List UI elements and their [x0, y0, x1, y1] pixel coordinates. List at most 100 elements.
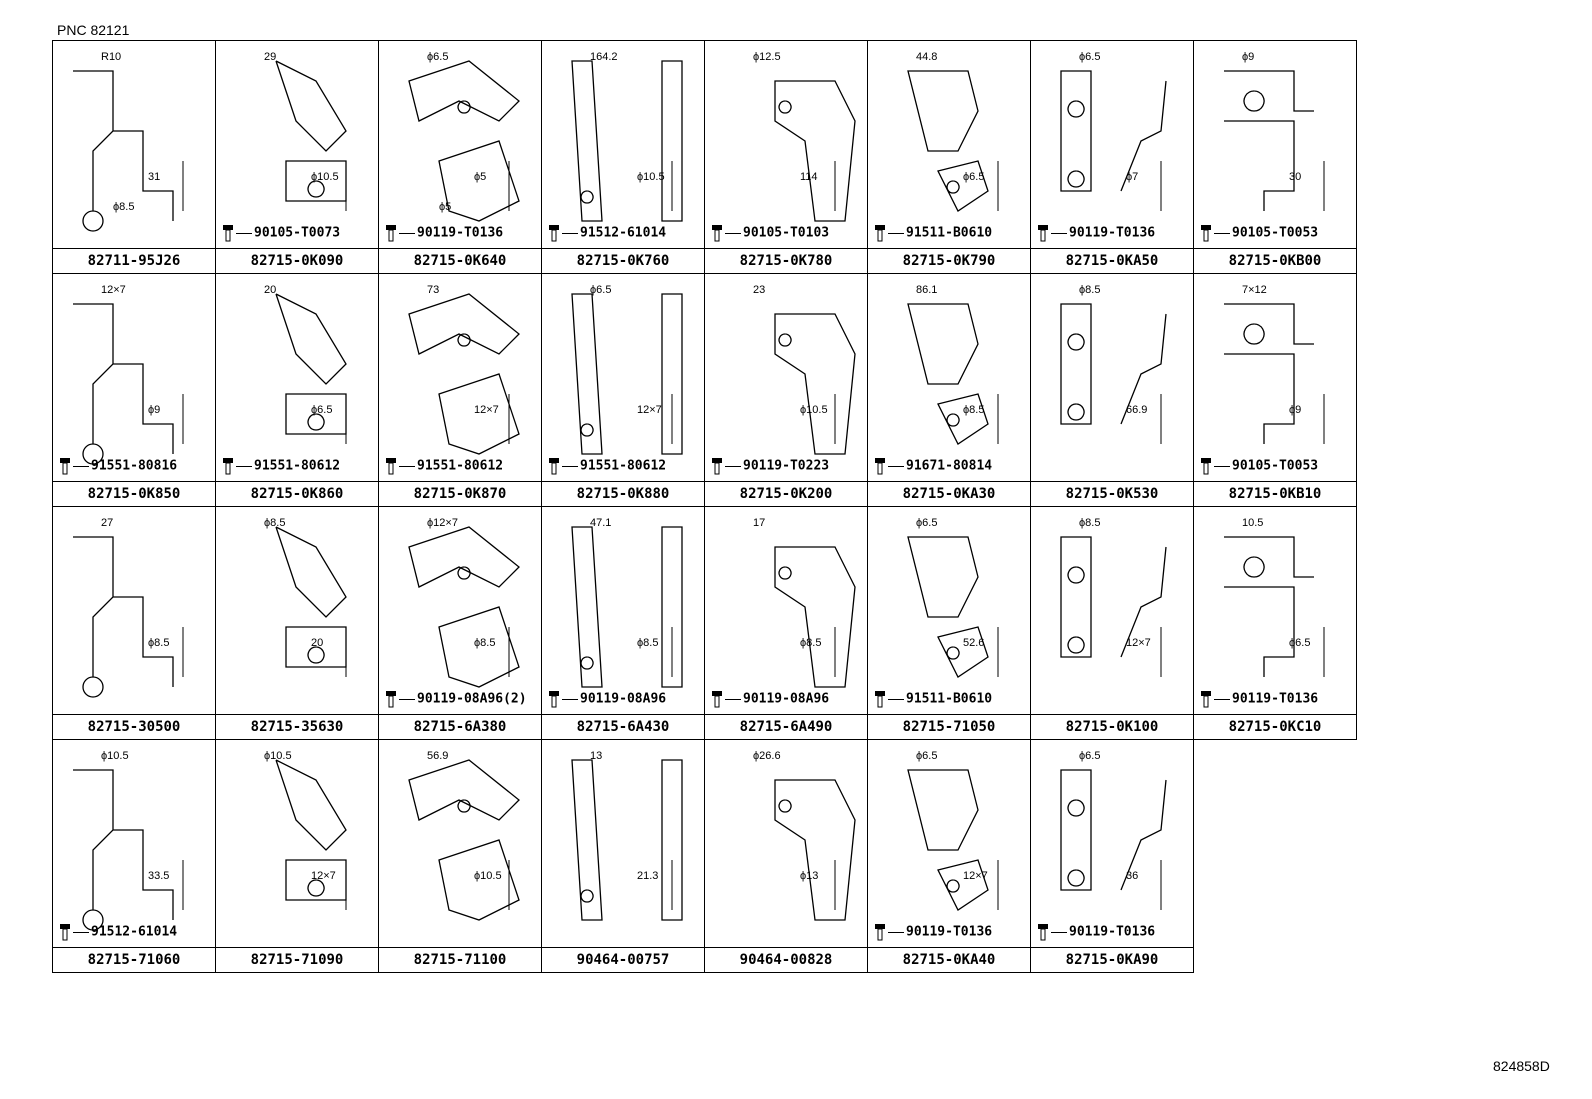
label-separator — [542, 481, 704, 482]
leader-line — [725, 698, 741, 700]
dimension-label: ϕ8.5 — [1079, 517, 1101, 529]
dimension-label: ϕ12×7 — [427, 517, 458, 529]
part-number: 82715-0K870 — [413, 486, 507, 502]
part-illustration — [774, 779, 856, 921]
dimension-label: R10 — [101, 51, 122, 63]
label-separator — [1194, 714, 1356, 715]
reference-code: 824858D — [1493, 1058, 1550, 1074]
leader-line — [236, 465, 252, 467]
part-illustration — [571, 759, 683, 921]
part-illustration — [408, 759, 520, 921]
bolt-callout: 90119-08A96 — [548, 690, 666, 708]
bolt-icon — [1038, 924, 1048, 941]
part-illustration — [1224, 536, 1325, 677]
dimension-label: 47.1 — [590, 517, 612, 529]
dimension-label: ϕ10.5 — [800, 404, 828, 416]
bolt-icon — [875, 924, 885, 941]
bolt-icon — [223, 225, 233, 242]
label-separator — [868, 714, 1030, 715]
label-separator — [705, 714, 867, 715]
dimension-label: ϕ10.5 — [311, 171, 339, 183]
label-separator — [1031, 714, 1193, 715]
bolt-icon — [386, 458, 396, 475]
part-number: 82715-0K760 — [576, 253, 670, 269]
dimension-label: ϕ9 — [148, 404, 161, 416]
bolt-part-number: 91671-80814 — [906, 458, 993, 474]
label-separator — [216, 714, 378, 715]
bolt-part-number: 91551-80612 — [580, 458, 667, 474]
bolt-icon — [549, 458, 559, 475]
label-separator — [868, 248, 1030, 249]
label-separator — [542, 714, 704, 715]
dimension-label: ϕ6.5 — [1289, 637, 1311, 649]
leader-line — [1214, 465, 1230, 467]
bolt-callout: 91551-80816 — [59, 457, 177, 475]
dimension-label: ϕ8.5 — [1079, 284, 1101, 296]
dimension-label: 44.8 — [916, 51, 938, 63]
part-number: 82715-0KB00 — [1228, 253, 1322, 269]
part-cell: 47.1 ϕ8.5 90119-08A96 82715-6A430 — [541, 506, 705, 740]
label-separator — [379, 947, 541, 948]
part-number: 90464-00757 — [576, 952, 670, 968]
dimension-label: ϕ8.5 — [963, 404, 985, 416]
label-separator — [1031, 248, 1193, 249]
part-illustration — [571, 60, 683, 222]
dimension-label: ϕ10.5 — [637, 171, 665, 183]
bolt-part-number: 91551-80612 — [254, 458, 341, 474]
label-separator — [705, 248, 867, 249]
bolt-icon — [1038, 225, 1048, 242]
dimension-label: ϕ12.5 — [753, 51, 781, 63]
part-number: 82715-0K850 — [87, 486, 181, 502]
bolt-callout: 90119-08A96 — [711, 690, 829, 708]
bolt-part-number: 91511-B0610 — [906, 225, 993, 241]
leader-line — [399, 232, 415, 234]
bolt-callout: 91551-80612 — [385, 457, 503, 475]
bolt-part-number: 90105-T0073 — [254, 225, 341, 241]
dimension-label: ϕ7 — [1126, 171, 1139, 183]
bolt-icon — [549, 691, 559, 708]
bolt-icon — [875, 458, 885, 475]
dimension-label: ϕ6.5 — [963, 171, 985, 183]
bolt-icon — [712, 691, 722, 708]
dimension-label: 27 — [101, 517, 114, 529]
part-number: 82715-0K100 — [1065, 719, 1159, 735]
bolt-callout: 91551-80612 — [548, 457, 666, 475]
part-illustration — [571, 293, 683, 455]
part-number: 82715-6A490 — [739, 719, 833, 735]
bolt-part-number: 91551-80612 — [417, 458, 504, 474]
bolt-callout: 90119-T0136 — [1200, 690, 1318, 708]
leader-line — [1051, 232, 1067, 234]
leader-line — [1051, 931, 1067, 933]
part-number: 82715-0K880 — [576, 486, 670, 502]
part-number: 82715-0KA50 — [1065, 253, 1159, 269]
dimension-label: 73 — [427, 284, 440, 296]
part-illustration — [1224, 70, 1325, 211]
bolt-callout: 91551-80612 — [222, 457, 340, 475]
label-separator — [542, 248, 704, 249]
leader-line — [562, 465, 578, 467]
part-number: 82715-6A430 — [576, 719, 670, 735]
leader-line — [888, 232, 904, 234]
label-separator — [53, 714, 215, 715]
dimension-label: ϕ8.5 — [637, 637, 659, 649]
part-illustration — [774, 546, 856, 688]
leader-line — [562, 698, 578, 700]
dimension-label: ϕ8.5 — [474, 637, 496, 649]
bolt-part-number: 90119-08A96 — [580, 691, 667, 707]
bolt-icon — [875, 225, 885, 242]
bolt-icon — [1201, 458, 1211, 475]
